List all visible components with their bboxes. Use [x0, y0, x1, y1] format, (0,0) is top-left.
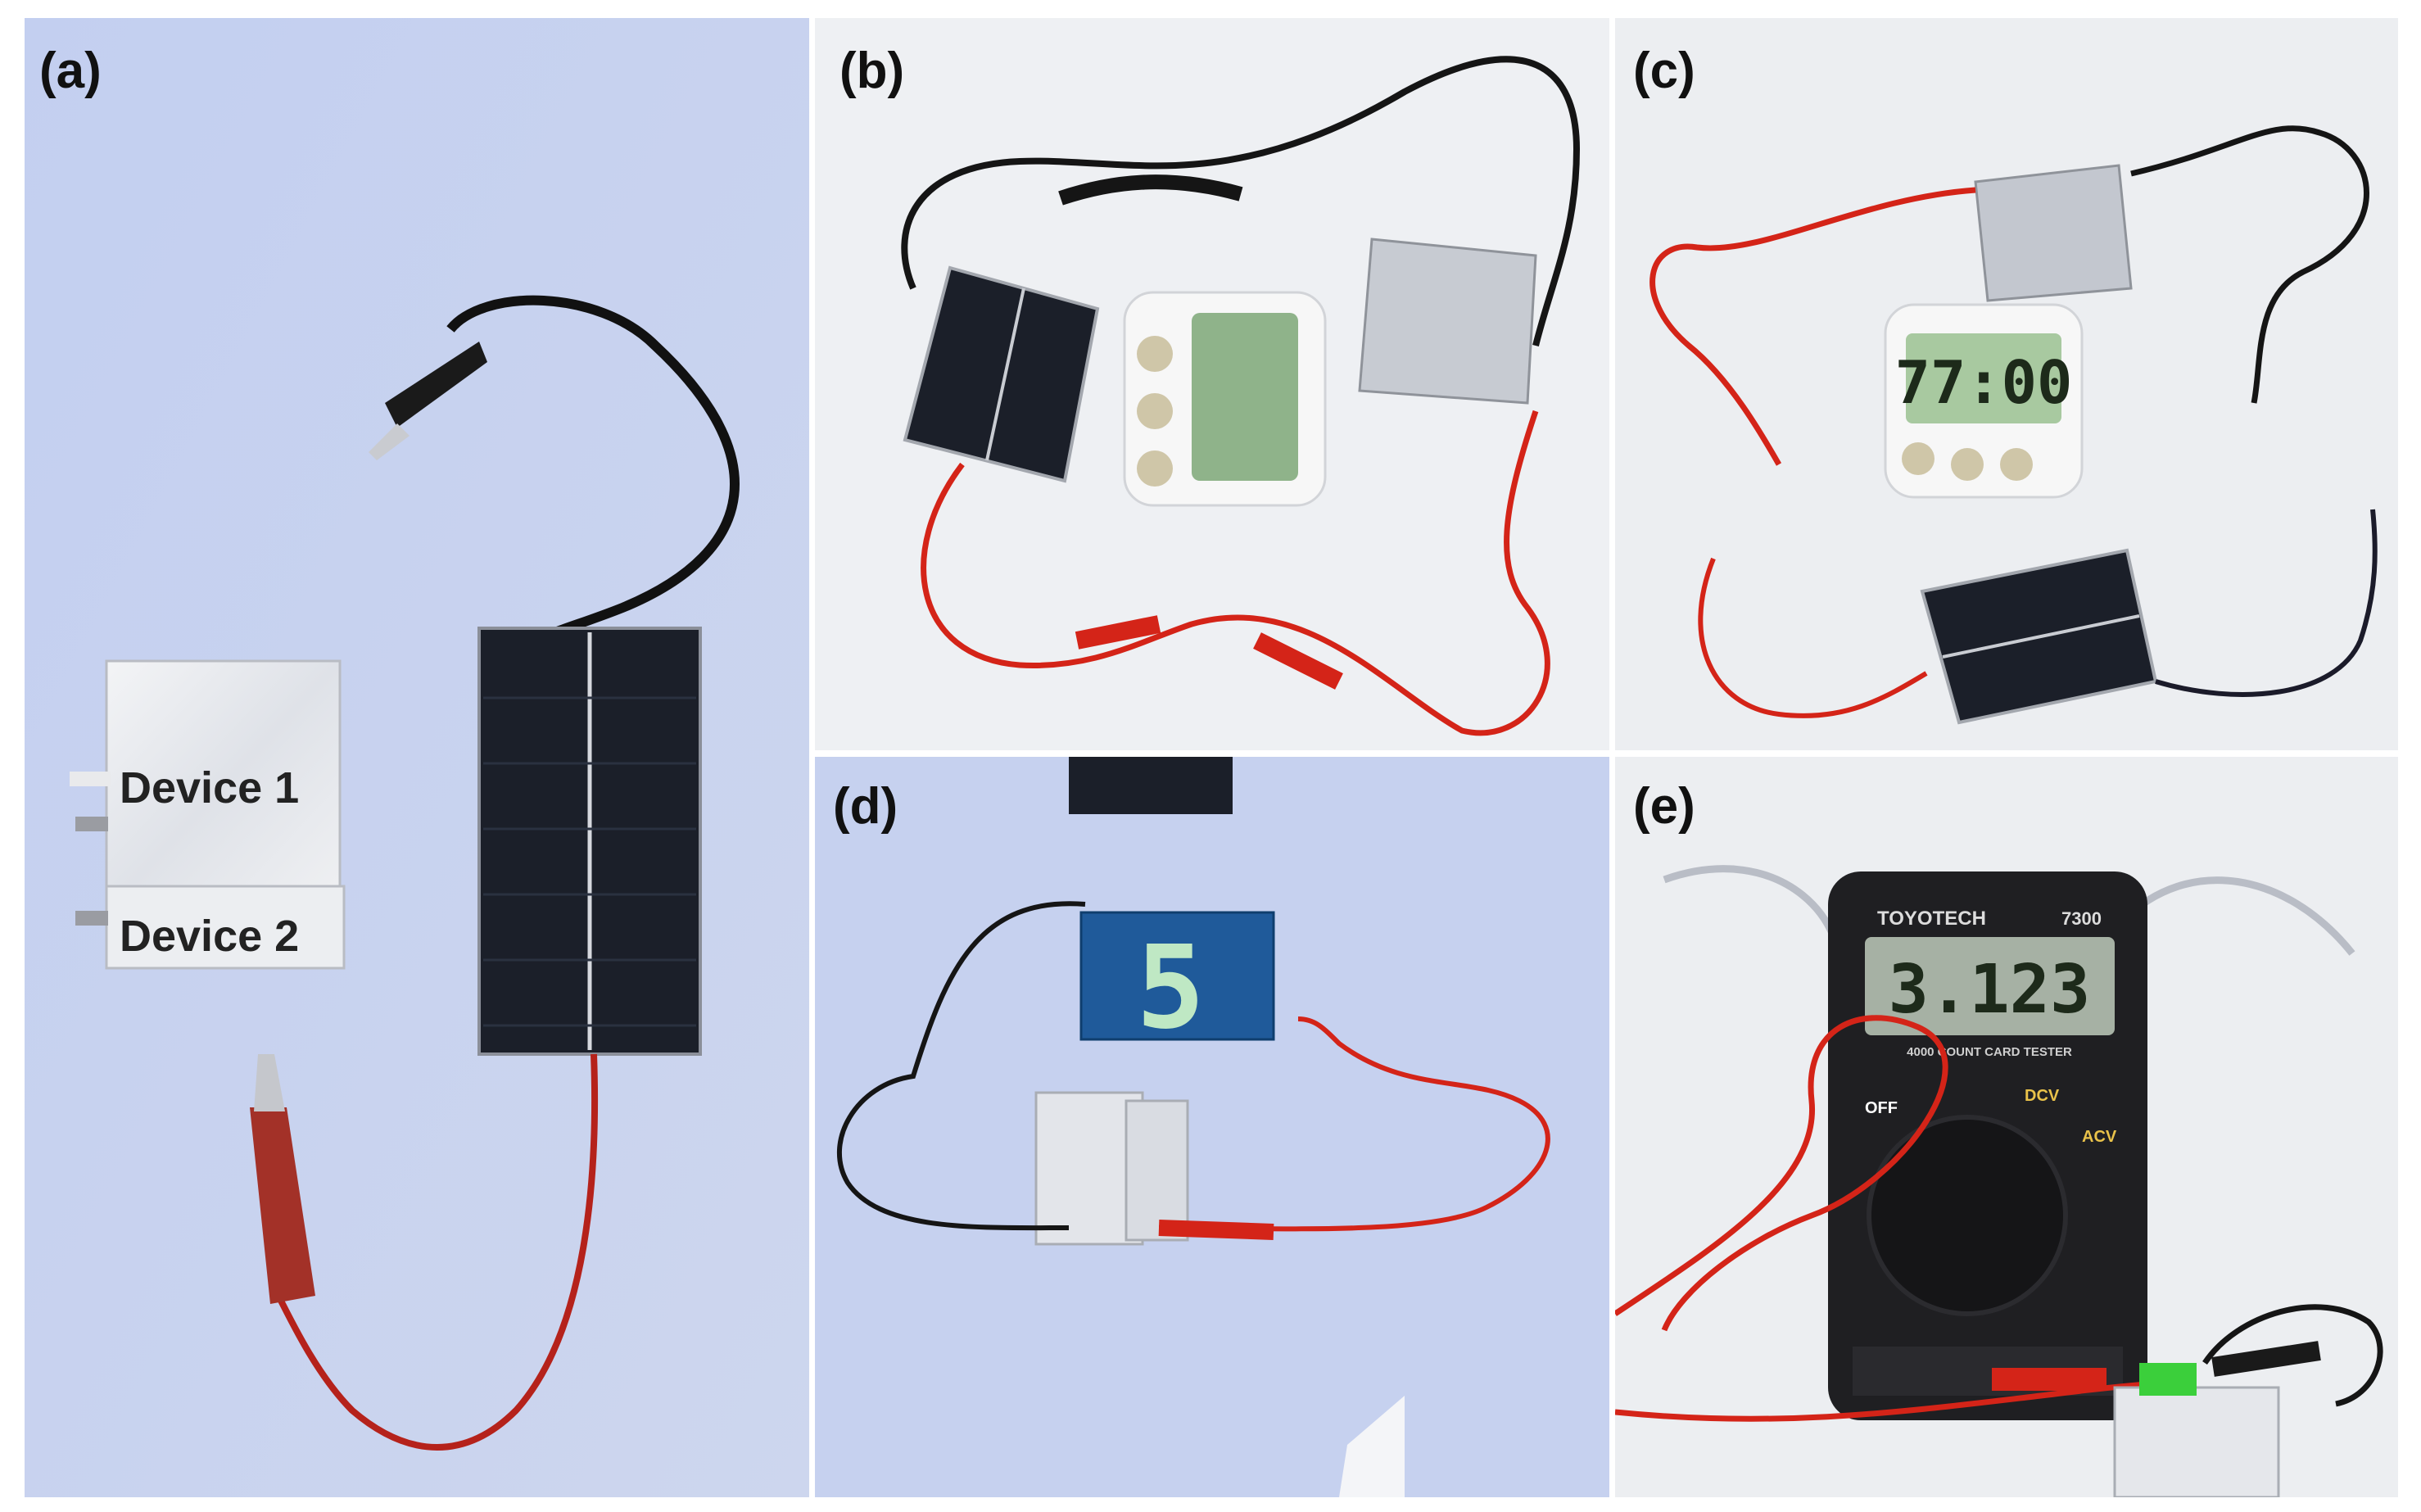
red-alligator-clip — [250, 1054, 315, 1304]
solar-panel — [1069, 757, 1233, 814]
red-wire — [1649, 187, 1976, 466]
acv-label: ACV — [2082, 1128, 2117, 1146]
red-wire — [1158, 1016, 1550, 1232]
red-wire — [275, 1053, 599, 1451]
device-pouches — [70, 659, 346, 970]
panel-d: 5 (d) — [815, 757, 1609, 1497]
black-wire — [446, 295, 740, 654]
black-wire — [2130, 125, 2369, 404]
dcv-label: DCV — [2025, 1087, 2060, 1105]
panel-label: (d) — [833, 778, 898, 835]
timer-display: 77:00 — [1895, 348, 2073, 417]
device-pouch — [1358, 238, 1537, 405]
digital-timer — [1123, 291, 1327, 507]
panel-c-photo: 77:00 — [1615, 18, 2398, 750]
device-1-label: Device 1 — [120, 763, 300, 813]
panel-a-photo — [25, 18, 809, 1497]
solar-panel — [903, 265, 1100, 483]
panel-d-photo: 5 — [815, 757, 1609, 1497]
device-2-label: Device 2 — [120, 912, 300, 961]
multimeter-subtitle: 4000 COUNT CARD TESTER — [1907, 1045, 2072, 1059]
multimeter-brand: TOYOTECH — [1877, 908, 1986, 930]
panel-a: (a) Device 1 Device 2 — [25, 18, 809, 1497]
led-board: 5 — [1079, 911, 1275, 1055]
multimeter-model: 7300 — [2061, 908, 2102, 929]
panel-c: 77:00 (c) — [1615, 18, 2398, 750]
multimeter: TOYOTECH 7300 3.123 4000 COUNT CARD TEST… — [1828, 871, 2147, 1420]
digital-timer: 77:00 — [1884, 303, 2084, 499]
panel-b-photo — [815, 18, 1609, 750]
panel-b: (b) — [815, 18, 1609, 750]
red-wire — [1615, 1015, 1948, 1332]
panel-e: TOYOTECH 7300 3.123 4000 COUNT CARD TEST… — [1615, 757, 2398, 1497]
rotary-dial — [1867, 1115, 2068, 1316]
solar-panel — [477, 627, 702, 1056]
black-wire — [837, 901, 1086, 1231]
device-pouches — [1034, 1091, 1189, 1246]
panel-e-photo: TOYOTECH 7300 3.123 4000 COUNT CARD TEST… — [1615, 757, 2398, 1497]
panel-label: (c) — [1633, 43, 1695, 99]
black-wire — [2202, 1304, 2383, 1407]
black-alligator-clip — [369, 342, 487, 460]
device-pouch — [1974, 164, 2133, 302]
led-digit: 5 — [1136, 921, 1205, 1055]
red-wire — [921, 410, 1550, 736]
black-wire — [901, 56, 1581, 346]
panel-label: (e) — [1633, 778, 1695, 835]
panel-label: (b) — [839, 43, 905, 99]
device-pouch — [2113, 1386, 2280, 1497]
multimeter-display: 3.123 — [1889, 951, 2091, 1029]
off-label: OFF — [1865, 1099, 1898, 1117]
panel-label: (a) — [39, 43, 102, 99]
